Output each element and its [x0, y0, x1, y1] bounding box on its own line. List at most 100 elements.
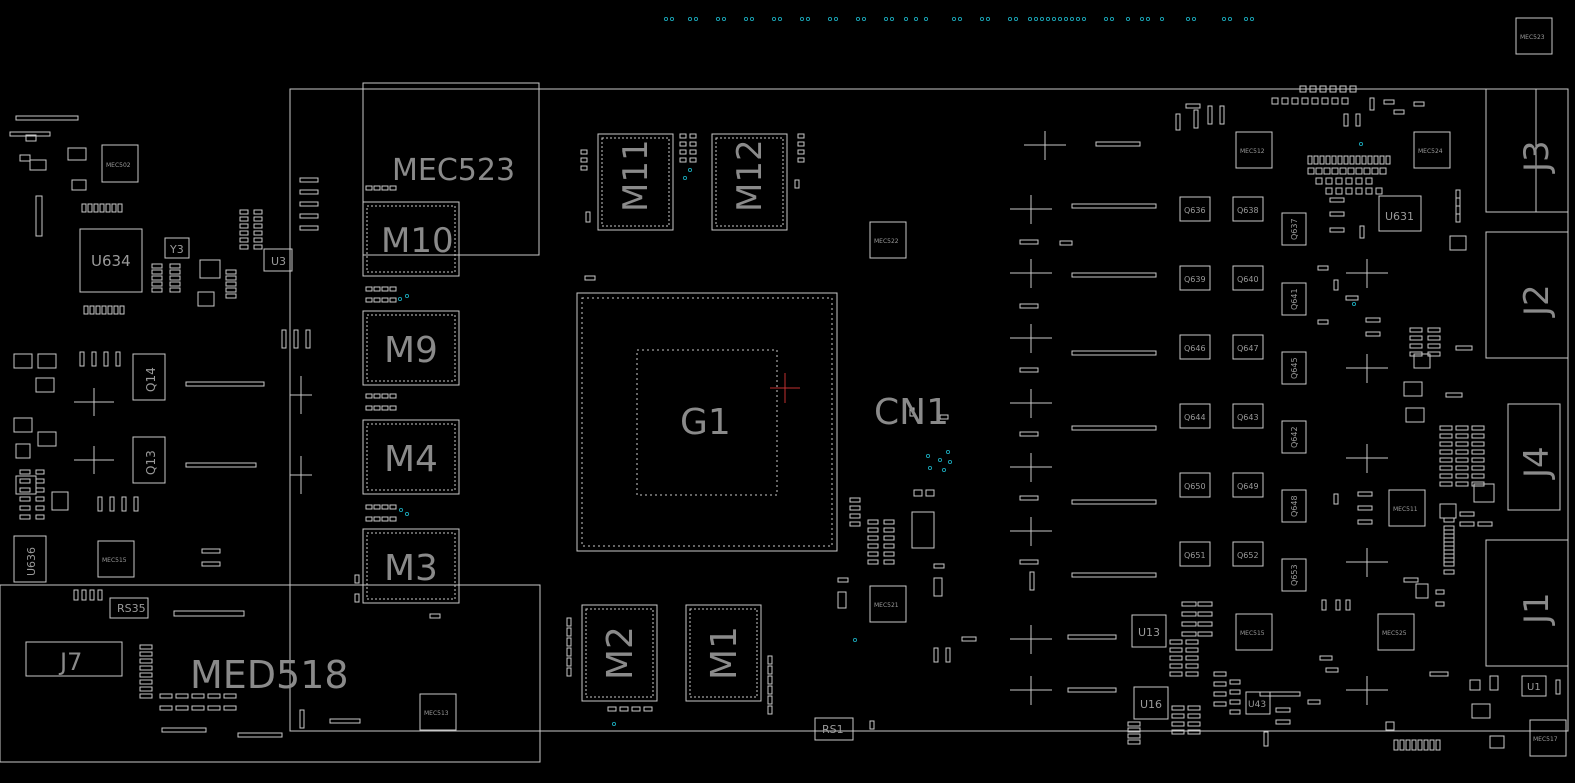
via: [1069, 16, 1075, 22]
connector-j3[interactable]: [1485, 88, 1537, 213]
label-q636: Q636: [1184, 206, 1206, 215]
memory-chip-m2[interactable]: [581, 604, 658, 702]
memory-chip-m4[interactable]: [362, 419, 460, 495]
passive-component: [1019, 303, 1039, 309]
passive-component: [1187, 729, 1201, 735]
passive-component: [51, 491, 69, 511]
ic-u13[interactable]: [1131, 614, 1167, 648]
connector-j4[interactable]: [1507, 403, 1561, 511]
passive-component: [1213, 671, 1227, 677]
passive-component: [767, 685, 773, 695]
ic-u631[interactable]: [1378, 195, 1422, 232]
passive-component: [837, 591, 847, 609]
ic-mec511[interactable]: [1388, 489, 1426, 527]
resistor-rs35[interactable]: [109, 597, 149, 619]
passive-component: [199, 259, 221, 279]
passive-component: [883, 551, 895, 557]
vias-top: [397, 16, 1364, 727]
ic-mec523-small[interactable]: [1515, 17, 1553, 55]
passive-component: [169, 281, 181, 287]
ic-mec522[interactable]: [869, 221, 907, 259]
ic-mec525[interactable]: [1377, 613, 1415, 651]
ic-u634[interactable]: [79, 228, 143, 293]
passive-component: [19, 478, 31, 484]
passive-component: [365, 393, 373, 399]
via: [799, 16, 805, 22]
passive-component: [37, 431, 57, 447]
label-q647: Q647: [1237, 344, 1259, 353]
memory-chip-m3[interactable]: [362, 528, 460, 604]
ic-mec515-left[interactable]: [97, 540, 135, 578]
passive-component: [389, 185, 397, 191]
ic-mec512[interactable]: [1235, 131, 1273, 169]
passive-component: [103, 351, 109, 367]
passive-component: [867, 543, 879, 549]
via: [1075, 16, 1081, 22]
passive-component: [1459, 511, 1475, 517]
ic-u1[interactable]: [1521, 675, 1547, 697]
ic-q13[interactable]: [132, 436, 166, 484]
passive-component: [933, 577, 943, 597]
connector-j2[interactable]: [1485, 231, 1569, 359]
ic-u16[interactable]: [1133, 686, 1169, 720]
passive-component: [169, 275, 181, 281]
passive-component: [201, 561, 221, 567]
passive-component: [253, 216, 263, 222]
ic-u3[interactable]: [263, 248, 293, 272]
passive-component: [797, 133, 805, 139]
resistor-rs1[interactable]: [814, 717, 854, 741]
passive-component: [1455, 205, 1461, 215]
passive-component: [933, 563, 945, 569]
label-q653: Q653: [1290, 564, 1299, 586]
memory-chip-m10[interactable]: [362, 201, 460, 277]
ic-y3[interactable]: [164, 237, 190, 259]
ic-mec521[interactable]: [869, 585, 907, 623]
ic-mec502[interactable]: [101, 144, 139, 183]
memory-chip-m9[interactable]: [362, 310, 460, 386]
label-q639: Q639: [1184, 275, 1206, 284]
connector-j7[interactable]: [25, 641, 123, 677]
label-mec513: MEC513: [424, 710, 449, 717]
passive-component: [1471, 433, 1485, 439]
via: [1191, 16, 1197, 22]
label-mec525: MEC525: [1382, 630, 1407, 637]
passive-component: [939, 414, 949, 420]
passive-component: [1413, 101, 1425, 107]
passive-component: [961, 636, 977, 642]
via: [903, 16, 909, 22]
connector-j1[interactable]: [1485, 539, 1569, 667]
passive-component: [1213, 691, 1227, 697]
ic-u43[interactable]: [1245, 691, 1271, 715]
memory-chip-m12[interactable]: [711, 133, 788, 231]
ic-mec513[interactable]: [419, 693, 457, 731]
label-q646: Q646: [1184, 344, 1206, 353]
memory-chip-m1[interactable]: [685, 604, 762, 702]
passive-component: [1393, 739, 1399, 751]
passive-component: [867, 527, 879, 533]
ic-q14[interactable]: [132, 353, 166, 401]
via: [1221, 16, 1227, 22]
passive-component: [1187, 721, 1201, 727]
ic-mec515-right[interactable]: [1235, 613, 1273, 651]
passive-component: [101, 305, 107, 315]
passive-component: [1169, 647, 1183, 653]
label-u13: U13: [1138, 626, 1160, 639]
ic-mec517[interactable]: [1529, 719, 1567, 757]
passive-component: [175, 693, 189, 699]
passive-component: [71, 179, 87, 191]
passive-component: [1341, 97, 1349, 105]
passive-component: [1317, 265, 1329, 271]
ic-mec524[interactable]: [1413, 131, 1451, 169]
passive-component: [1489, 735, 1505, 749]
passive-component: [35, 195, 43, 237]
passive-component: [35, 478, 45, 484]
via: [947, 459, 953, 465]
passive-component: [1455, 457, 1469, 463]
passive-component: [35, 377, 55, 393]
memory-chip-m11[interactable]: [597, 133, 674, 231]
ic-u636[interactable]: [13, 535, 47, 583]
passive-component: [201, 548, 221, 554]
gpu-g1[interactable]: [576, 292, 838, 552]
passive-component: [1365, 331, 1381, 337]
